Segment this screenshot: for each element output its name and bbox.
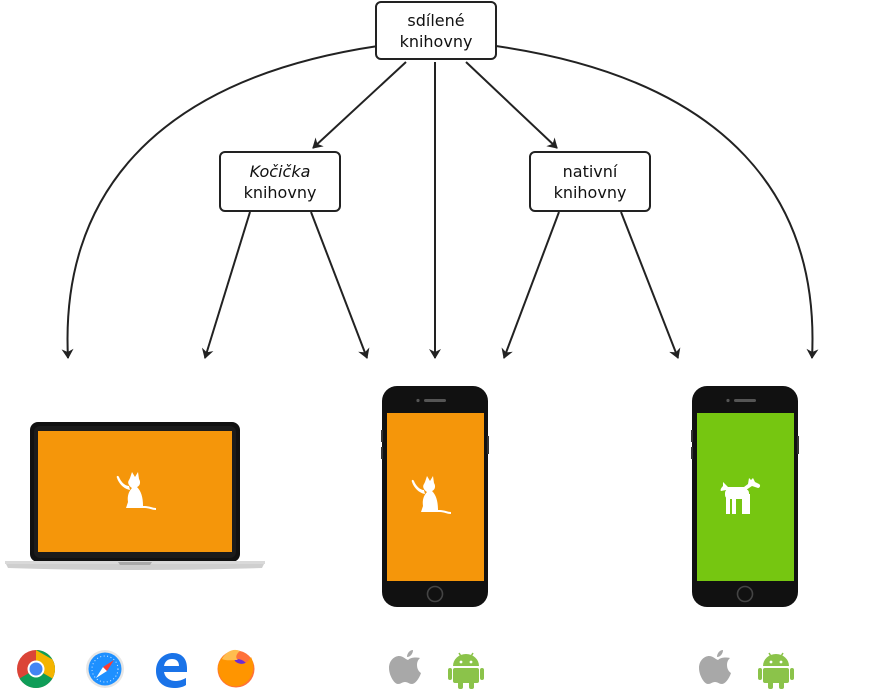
node-kocicka-libraries: Kočička knihovny — [219, 151, 341, 212]
node-shared-line2: knihovny — [399, 31, 473, 51]
apple-icon — [699, 650, 731, 684]
arrow-native-to-android-phone — [620, 211, 681, 359]
arrow-shared-to-laptop — [61, 45, 379, 359]
arrow-kocicka-to-ios-phone — [310, 211, 370, 359]
arrow-shared-to-native — [465, 61, 558, 149]
safari-icon — [86, 650, 124, 688]
cat-icon — [411, 476, 451, 514]
chrome-icon — [17, 649, 56, 688]
node-shared-libraries: sdílené knihovny — [375, 1, 497, 60]
node-native-line2: knihovny — [553, 182, 627, 202]
arrow-native-to-ios-phone — [501, 211, 560, 359]
laptop — [5, 422, 265, 570]
edge-icon — [156, 653, 187, 688]
arrow-kocicka-to-web — [201, 211, 251, 359]
cat-icon — [116, 472, 156, 510]
dog-icon — [720, 478, 761, 514]
android-icon — [758, 652, 794, 689]
apple-icon — [389, 650, 421, 684]
firefox-icon — [217, 649, 255, 688]
node-native-line1: nativní — [562, 161, 618, 181]
node-native-libraries: nativní knihovny — [529, 151, 651, 212]
android-icon — [448, 652, 484, 689]
node-kocicka-line2: knihovny — [243, 182, 317, 202]
iphone-kocicka — [381, 386, 489, 607]
iphone-native — [691, 386, 799, 607]
arrow-shared-to-native-android — [495, 45, 819, 359]
node-kocicka-line1: Kočička — [249, 161, 311, 181]
arrow-shared-to-kocicka — [312, 61, 407, 149]
node-shared-line1: sdílené — [407, 10, 465, 30]
